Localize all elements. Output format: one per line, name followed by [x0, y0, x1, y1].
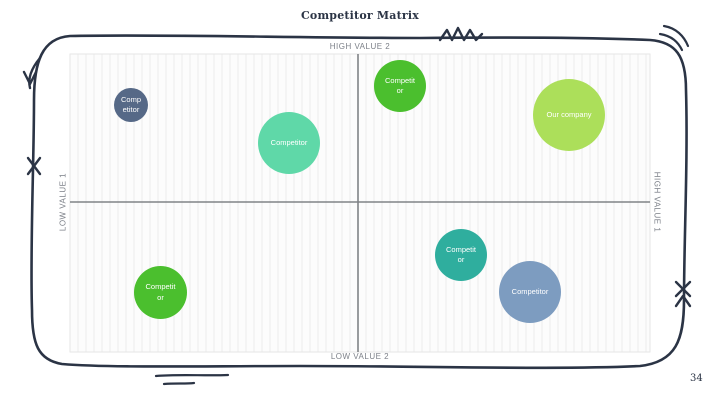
- axis-label-right: HIGH VALUE 1: [652, 171, 662, 233]
- bubble-competitor-5: Competitor: [499, 261, 561, 323]
- bubble-competitor-1: Comp etitor: [114, 88, 148, 122]
- bubble-our-company: Our company: [533, 79, 605, 151]
- bubble-competitor-6: Competit or: [134, 266, 187, 319]
- slide-title: Competitor Matrix: [300, 9, 420, 22]
- axis-label-left: LOW VALUE 1: [58, 172, 68, 232]
- axis-label-bottom: LOW VALUE 2: [330, 352, 390, 361]
- cross-mark-right-icon: [674, 280, 692, 298]
- frame-stroke-accent: [658, 32, 684, 52]
- page-number: 34: [690, 373, 703, 384]
- underline-marks-icon: [154, 373, 230, 386]
- bubble-competitor-3: Competit or: [374, 60, 426, 112]
- arrow-head-left-icon: [22, 70, 38, 86]
- zigzag-icon: [438, 26, 484, 42]
- hand-drawn-frame: [30, 34, 688, 370]
- bubble-competitor-4: Competit or: [435, 229, 487, 281]
- bubble-competitor-2: Competitor: [258, 112, 320, 174]
- cross-mark-left-icon: [26, 156, 42, 176]
- frame-stroke-accent: [28, 56, 42, 90]
- arrow-head-right-icon: [674, 294, 692, 308]
- axis-label-top: HIGH VALUE 2: [329, 42, 391, 51]
- frame-stroke-accent: [662, 24, 690, 48]
